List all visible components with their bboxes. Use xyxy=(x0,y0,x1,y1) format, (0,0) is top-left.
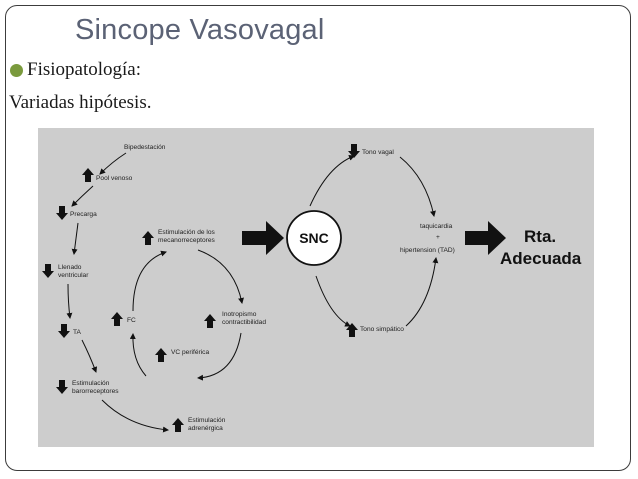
label-result-2: Adecuada xyxy=(500,249,582,268)
subtext: Variadas hipótesis. xyxy=(9,92,152,113)
arrow-inotrop-vc xyxy=(197,332,242,381)
down-arrow-icon xyxy=(42,264,54,278)
label-pool-venoso: Pool venoso xyxy=(96,175,133,182)
label-result-1: Rta. xyxy=(524,227,556,246)
bullet-dot-icon xyxy=(10,63,23,77)
arrow-snc-vagal xyxy=(309,154,355,207)
slide-title: Sincope Vasovagal xyxy=(75,14,325,46)
arrow-vagal-taqui xyxy=(399,156,436,217)
label-inotropismo-2: contractibilidad xyxy=(222,319,266,326)
diagram-svg: Bipedestación Pool venoso Precarga Llena… xyxy=(42,144,582,433)
bullet-item: Fisiopatología: xyxy=(10,59,141,81)
down-arrow-icon xyxy=(56,206,68,220)
label-taquicardia: taquicardia xyxy=(420,223,453,230)
label-ta: TA xyxy=(73,329,82,336)
label-plus: + xyxy=(436,234,440,241)
label-hipertension: hipertension (TAD) xyxy=(400,247,455,254)
arrow-vc-fc xyxy=(129,333,147,377)
arrow-snc-simpatico xyxy=(315,275,351,327)
up-arrow-icon xyxy=(82,168,94,182)
arrow-bip-pool xyxy=(99,152,127,175)
bullet-text: Fisiopatología: xyxy=(27,59,141,80)
physiopathology-diagram: Bipedestación Pool venoso Precarga Llena… xyxy=(38,128,594,447)
label-mecano-2: mecanorreceptores xyxy=(158,237,216,244)
label-estim-baro-2: barorreceptores xyxy=(72,388,119,395)
label-tono-simpatico: Tono simpático xyxy=(360,326,404,333)
arrow-mecano-inotrop xyxy=(197,249,244,304)
label-llenado-2: ventricular xyxy=(58,272,89,279)
arrow-ta-baro xyxy=(81,339,98,373)
arrow-fc-mecano xyxy=(132,250,167,312)
arrow-llenado-ta xyxy=(66,283,73,319)
label-inotropismo-1: Inotropismo xyxy=(222,311,257,318)
up-arrow-icon xyxy=(204,314,216,328)
arrow-baro-adren xyxy=(101,399,169,433)
big-arrow-to-result-icon xyxy=(465,221,506,255)
big-arrow-to-snc-icon xyxy=(242,221,284,255)
up-arrow-icon xyxy=(111,312,123,326)
label-fc: FC xyxy=(127,317,136,324)
arrow-pool-precarga xyxy=(71,185,94,207)
label-bipedestacion: Bipedestación xyxy=(124,144,166,151)
up-arrow-icon xyxy=(172,418,184,432)
label-estim-adren-1: Estimulación xyxy=(188,417,226,424)
label-precarga: Precarga xyxy=(70,211,97,218)
up-arrow-icon xyxy=(155,348,167,362)
down-arrow-icon xyxy=(56,380,68,394)
down-arrow-icon xyxy=(348,144,360,158)
label-tono-vagal: Tono vagal xyxy=(362,149,394,156)
label-estim-adren-2: adrenérgica xyxy=(188,425,223,432)
arrow-simpatico-hiper xyxy=(405,257,439,327)
label-mecano-1: Estimulación de los xyxy=(158,229,216,236)
label-estim-baro-1: Estimulación xyxy=(72,380,110,387)
up-arrow-icon xyxy=(142,231,154,245)
label-llenado-1: Llenado xyxy=(58,264,82,271)
snc-circle xyxy=(286,210,342,266)
label-vc: VC periférica xyxy=(171,349,209,356)
label-snc: SNC xyxy=(299,230,329,246)
down-arrow-icon xyxy=(58,324,70,338)
arrow-precarga-llenado xyxy=(71,222,79,255)
